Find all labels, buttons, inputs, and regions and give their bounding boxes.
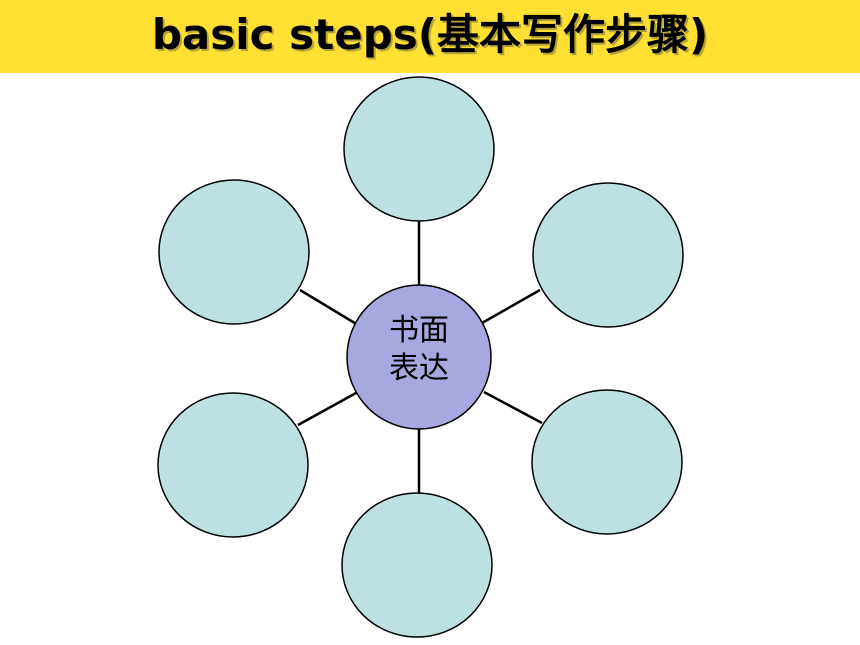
node-lower-left <box>157 392 309 538</box>
connector-lower-right <box>483 390 543 425</box>
hub-label: 书面 表达 <box>348 312 490 388</box>
hub-label-line2: 表达 <box>389 351 449 386</box>
hub-node <box>346 284 492 430</box>
node-bottom <box>341 492 493 638</box>
node-top <box>343 76 495 222</box>
connector-upper-left <box>299 288 359 327</box>
node-upper-left <box>158 179 310 325</box>
node-upper-right <box>532 182 684 328</box>
connector-upper-right <box>481 288 541 325</box>
hub-label-line1: 书面 <box>389 313 449 348</box>
node-lower-right <box>531 389 683 535</box>
connector-lower-left <box>297 391 357 427</box>
page-title: basic steps(基本写作步骤) <box>151 10 709 59</box>
title-bar <box>0 0 860 73</box>
